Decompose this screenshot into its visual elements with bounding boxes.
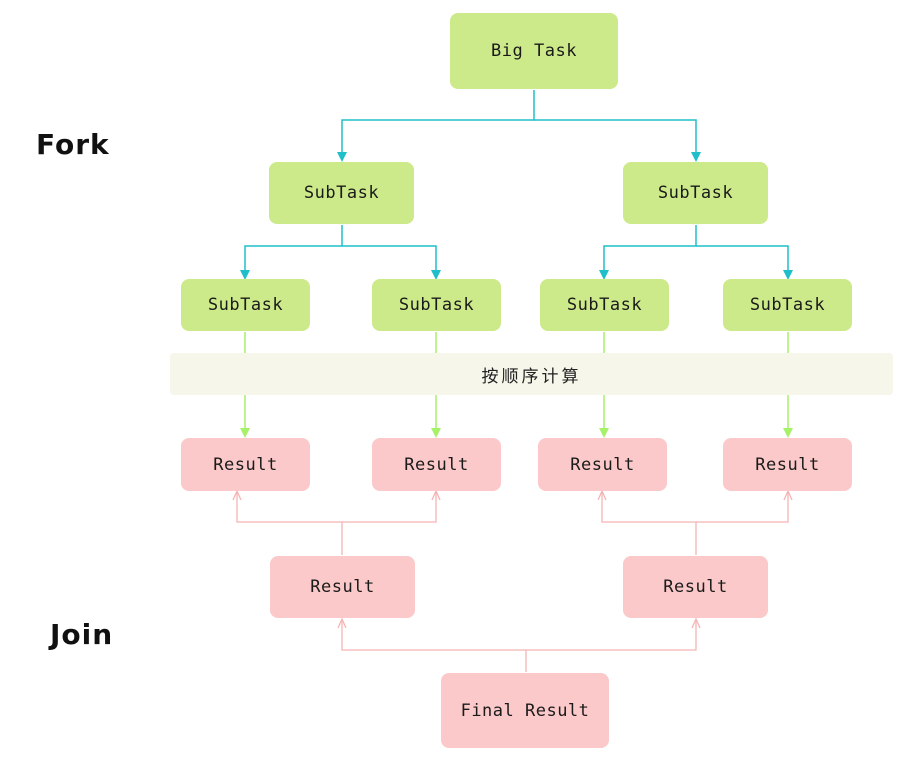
result-node: Result [372, 438, 501, 491]
subtask-node: SubTask [372, 279, 501, 331]
fork-label: Fork [36, 128, 110, 161]
join-connector-right-1 [602, 492, 697, 555]
subtask-node: SubTask [723, 279, 852, 331]
subtask-node: SubTask [181, 279, 310, 331]
join-connector-final-right [526, 620, 696, 651]
result-node: Result [270, 556, 415, 618]
fork-connector-big-right [534, 119, 701, 162]
fork-connector-left-1 [240, 225, 343, 280]
fork-connector-right-1 [599, 225, 697, 280]
big-task-node: Big Task [450, 13, 618, 89]
join-label: Join [50, 618, 114, 651]
join-connector-final-left [342, 620, 527, 672]
sequential-compute-band: 按顺序计算 [170, 353, 893, 395]
result-node: Result [181, 438, 310, 491]
fork-connector-big-left [337, 90, 535, 162]
result-node: Result [623, 556, 768, 618]
join-connector-right-2 [696, 492, 788, 523]
result-node: Result [538, 438, 667, 491]
subtask-node: SubTask [623, 162, 768, 224]
fork-connector-left-2 [342, 245, 441, 280]
join-connector-left-2 [342, 492, 436, 523]
subtask-node: SubTask [540, 279, 669, 331]
fork-connector-right-2 [696, 245, 793, 280]
result-node: Result [723, 438, 852, 491]
join-connector-left-1 [237, 492, 343, 555]
final-result-node: Final Result [441, 673, 609, 748]
subtask-node: SubTask [269, 162, 414, 224]
